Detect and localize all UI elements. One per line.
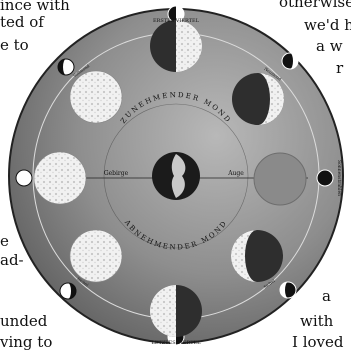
axis-left-label: Gebirge	[104, 170, 129, 177]
moon-bottom	[150, 285, 202, 337]
moon-right-new	[254, 153, 306, 205]
moon-top	[150, 20, 202, 72]
outer-phase-top-left	[58, 59, 74, 75]
outer-phase-bottom-right	[280, 282, 296, 298]
moon-top-right	[232, 73, 284, 125]
bottom-label: LETZTES VIERTEL	[152, 340, 202, 346]
outer-phase-bottom-left	[60, 283, 76, 299]
top-label: ERSTES VIERTEL	[153, 18, 200, 24]
moon-bottom-right	[231, 230, 283, 282]
outer-phase-left	[16, 170, 32, 186]
axis-right-label: Auge	[227, 170, 244, 177]
right-edge-label: Sonnenstrahlen	[336, 160, 342, 196]
moon-bottom-left	[70, 230, 122, 282]
outer-phase-right	[317, 170, 333, 186]
moon-left-full	[34, 152, 86, 204]
outer-phase-top-right	[282, 53, 298, 69]
moon-top-left	[70, 71, 122, 123]
